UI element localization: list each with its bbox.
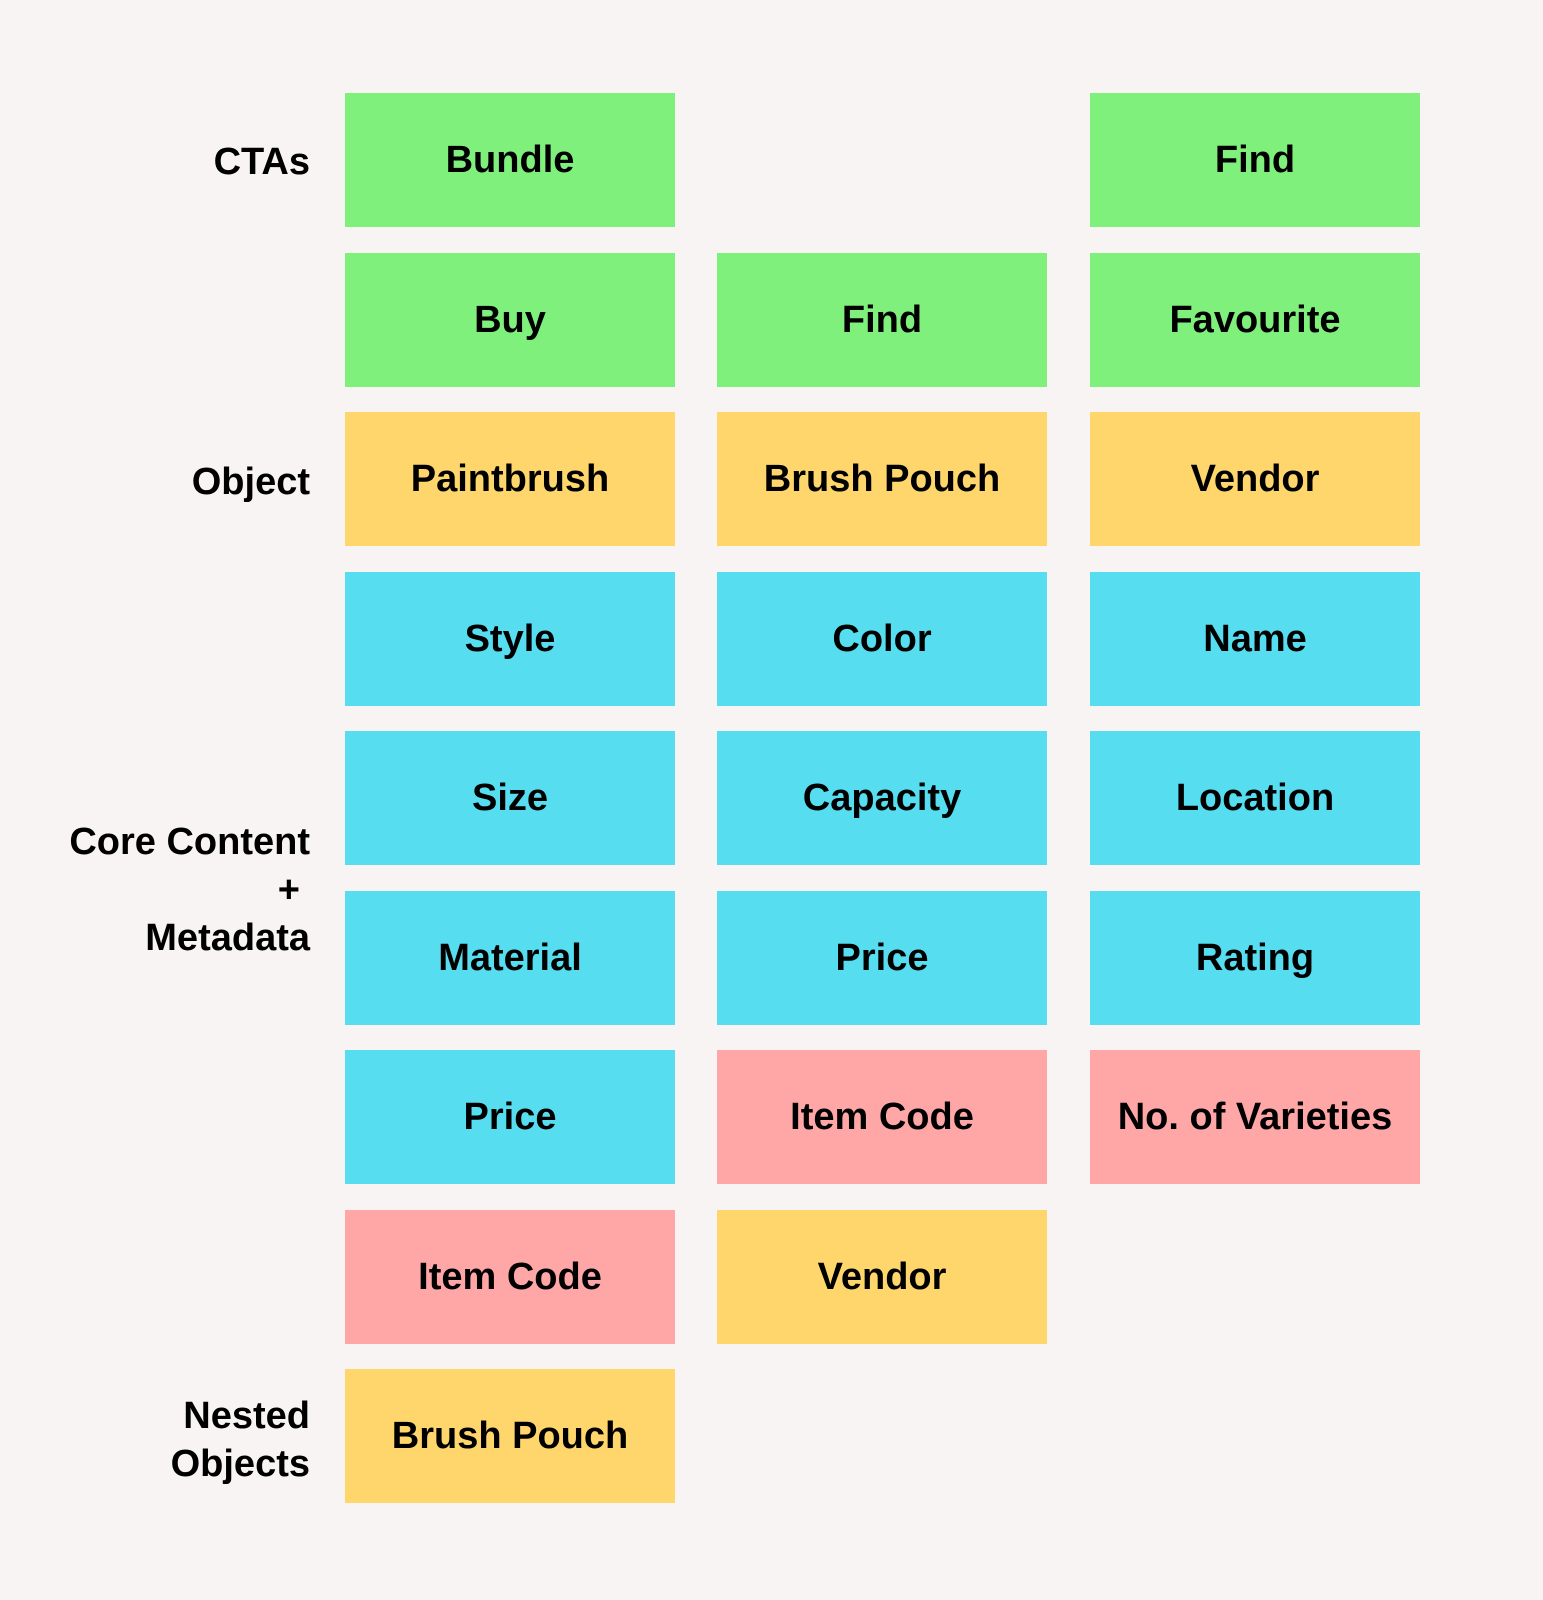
box-label: Color	[832, 617, 932, 660]
box-label: Price	[463, 1095, 557, 1138]
brush-pouch-core-box: Color	[717, 572, 1047, 706]
box-label: Buy	[474, 298, 546, 341]
box-label: Vendor	[1190, 457, 1320, 500]
brush-pouch-cta-box: Find	[717, 253, 1047, 387]
paintbrush-core-box: Size	[345, 731, 675, 865]
box-label: Find	[1214, 138, 1296, 181]
box-label: Brush Pouch	[763, 457, 1001, 500]
box-label: Rating	[1195, 936, 1315, 979]
box-label: Paintbrush	[410, 457, 610, 500]
row-label-line: Objects	[170, 1443, 310, 1485]
row-label-line: CTAs	[213, 141, 310, 183]
paintbrush-core-box: Material	[345, 891, 675, 1025]
row-label-line: Nested	[183, 1395, 310, 1437]
paintbrush-metadata-box: Item Code	[345, 1210, 675, 1344]
paintbrush-object-box: Paintbrush	[345, 412, 675, 546]
vendor-cta-box: Find	[1090, 93, 1420, 227]
box-label: Name	[1203, 617, 1307, 660]
box-label: Material	[438, 936, 582, 979]
box-label: Location	[1175, 776, 1335, 819]
row-label: Core Content + Metadata	[69, 818, 310, 962]
box-label: Brush Pouch	[391, 1414, 629, 1457]
box-label: Vendor	[817, 1255, 947, 1298]
box-label: Bundle	[445, 138, 575, 181]
box-label: No. of Varieties	[1117, 1095, 1393, 1138]
paintbrush-object-box: Brush Pouch	[345, 1369, 675, 1503]
brush-pouch-core-box: Capacity	[717, 731, 1047, 865]
row-label-line: Object	[191, 461, 310, 503]
box-label: Find	[841, 298, 923, 341]
box-label: Size	[471, 776, 549, 819]
vendor-metadata-box: No. of Varieties	[1090, 1050, 1420, 1184]
row-label-line: +	[277, 869, 300, 911]
vendor-cta-box: Favourite	[1090, 253, 1420, 387]
paintbrush-cta-box: Bundle	[345, 93, 675, 227]
brush-pouch-object-box: Vendor	[717, 1210, 1047, 1344]
row-label: CTAs	[214, 138, 310, 186]
box-label: Price	[835, 936, 929, 979]
paintbrush-cta-box: Buy	[345, 253, 675, 387]
paintbrush-core-box: Price	[345, 1050, 675, 1184]
box-label: Capacity	[802, 776, 962, 819]
vendor-core-box: Location	[1090, 731, 1420, 865]
paintbrush-core-box: Style	[345, 572, 675, 706]
vendor-core-box: Name	[1090, 572, 1420, 706]
box-label: Item Code	[418, 1255, 602, 1298]
row-label: Object	[192, 458, 310, 506]
box-label: Item Code	[790, 1095, 974, 1138]
vendor-object-box: Vendor	[1090, 412, 1420, 546]
box-label: Style	[464, 617, 556, 660]
brush-pouch-object-box: Brush Pouch	[717, 412, 1047, 546]
brush-pouch-core-box: Price	[717, 891, 1047, 1025]
box-label: Favourite	[1169, 298, 1341, 341]
vendor-core-box: Rating	[1090, 891, 1420, 1025]
row-label-line: Metadata	[145, 917, 310, 959]
brush-pouch-metadata-box: Item Code	[717, 1050, 1047, 1184]
row-label-line: Core Content	[69, 821, 310, 863]
